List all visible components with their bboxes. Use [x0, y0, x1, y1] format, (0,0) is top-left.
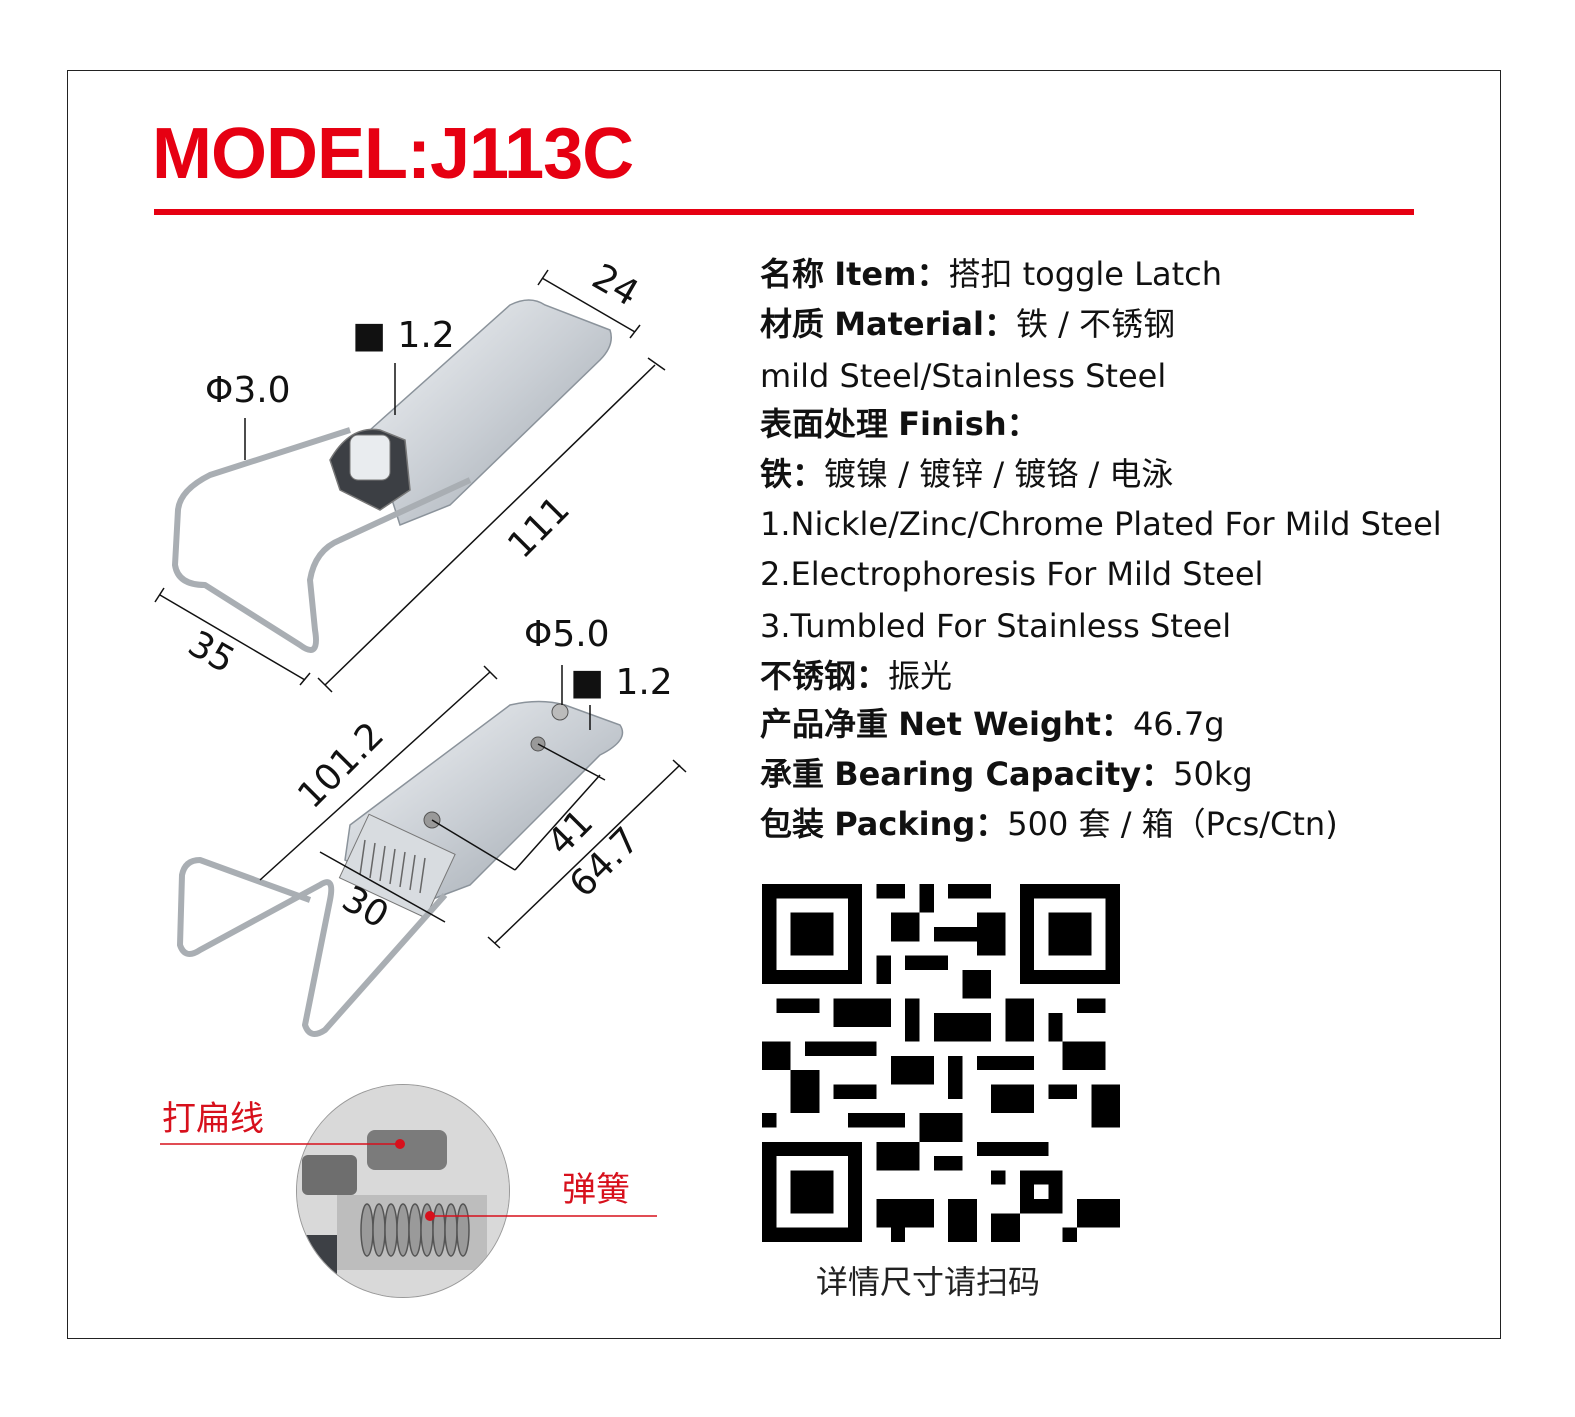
- title-underline: [154, 209, 1414, 215]
- spring-detail-photo: [296, 1084, 510, 1298]
- spec-finish-iron: 铁：镀镍 / 镀锌 / 镀铬 / 电泳: [760, 455, 1174, 493]
- latch-drawing-bottom: [177, 665, 687, 1037]
- spec-stainless: 不锈钢：振光: [760, 657, 953, 695]
- model-title: MODEL:J113C: [152, 114, 634, 194]
- spec-packing: 包装 Packing：500 套 / 箱（Pcs/Ctn): [760, 805, 1338, 843]
- dim-wire-diameter: Φ3.0: [205, 370, 291, 411]
- qr-caption: 详情尺寸请扫码: [816, 1263, 1041, 1301]
- dim-thickness-top: ■ 1.2: [352, 315, 455, 356]
- spec-bearing: 承重 Bearing Capacity：50kg: [760, 755, 1253, 793]
- latch-drawing-top: [154, 269, 666, 693]
- spec-finish: 表面处理 Finish：: [760, 405, 1039, 443]
- spec-material-en: mild Steel/Stainless Steel: [760, 357, 1167, 395]
- callout-spring: 弹簧: [562, 1170, 630, 1210]
- finish-item-1: 1.Nickle/Zinc/Chrome Plated For Mild Ste…: [760, 505, 1442, 543]
- finish-item-2: 2.Electrophoresis For Mild Steel: [760, 555, 1264, 593]
- callout-flattened-wire: 打扁线: [162, 1099, 264, 1139]
- spec-item: 名称 Item：搭扣 toggle Latch: [760, 255, 1222, 293]
- spec-material: 材质 Material：铁 / 不锈钢: [760, 305, 1176, 343]
- qr-code[interactable]: [762, 884, 1120, 1242]
- page-frame: [67, 70, 1501, 1339]
- spec-net-weight: 产品净重 Net Weight：46.7g: [760, 705, 1225, 743]
- dim-thickness-bottom: ■ 1.2: [570, 662, 673, 703]
- dim-hole-diameter: Φ5.0: [524, 614, 610, 655]
- finish-item-3: 3.Tumbled For Stainless Steel: [760, 607, 1232, 645]
- callout-lines: [160, 1139, 657, 1221]
